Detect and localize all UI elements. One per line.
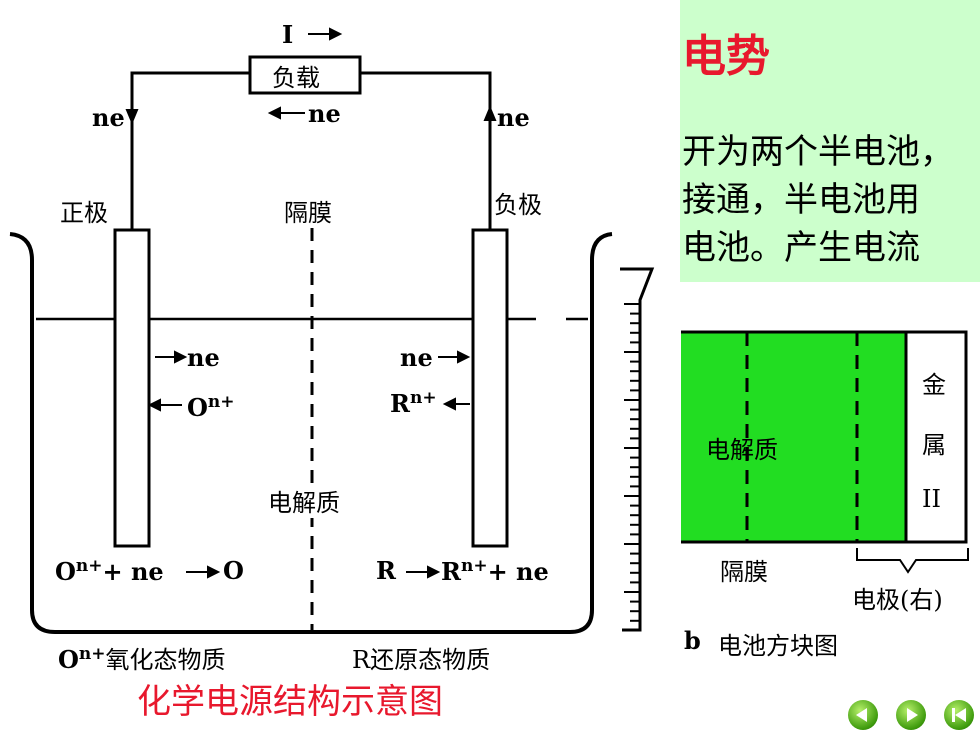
- diagram-caption: 化学电源结构示意图: [137, 682, 443, 722]
- block-membrane-label: 隔膜: [720, 558, 768, 586]
- load-box: [248, 55, 362, 95]
- ion-right: Rn+: [390, 388, 437, 418]
- panel-line-3: 电池。产生电流: [682, 228, 920, 268]
- block-electrode-label: 电极(右): [852, 586, 943, 614]
- reaction-left-product: O: [223, 556, 244, 585]
- oxidized-species-label: On+氧化态物质: [58, 644, 226, 674]
- panel-line-2: 接通，半电池用: [682, 180, 920, 220]
- block-metal-label-3: II: [922, 485, 941, 513]
- next-icon[interactable]: [896, 700, 926, 730]
- block-metal-label-2: 属: [922, 431, 946, 459]
- load-label: 负载: [272, 64, 320, 92]
- reaction-left: On++ ne: [55, 556, 164, 586]
- block-metal-label-1: 金: [922, 371, 946, 399]
- prev-icon[interactable]: [848, 700, 878, 730]
- block-caption: 电池方块图: [718, 632, 838, 660]
- block-electrolyte: [681, 332, 906, 542]
- reaction-right-reactant: R: [376, 556, 396, 585]
- first-icon[interactable]: [944, 700, 974, 730]
- electrolyte-label: 电解质: [268, 483, 340, 518]
- reaction-right: Rn++ ne: [441, 556, 549, 586]
- text-panel: 电势 开为两个半电池， 接通，半电池用 电池。产生电流: [680, 0, 980, 282]
- ne-inside-right: ne: [400, 343, 433, 372]
- membrane-label: 隔膜: [284, 199, 332, 227]
- ion-left: On+: [187, 392, 235, 422]
- negative-electrode-label: 负极: [494, 191, 542, 219]
- panel-title: 电势: [682, 31, 770, 82]
- negative-electrode: [471, 228, 509, 548]
- ne-right-wire: ne: [497, 103, 530, 132]
- current-label: I: [282, 20, 294, 49]
- reduced-species-label: R还原态物质: [352, 646, 491, 674]
- ruler: [620, 267, 655, 632]
- panel-line-1: 开为两个半电池，: [682, 132, 954, 172]
- positive-electrode: [113, 228, 151, 548]
- positive-electrode-label: 正极: [60, 199, 108, 227]
- ne-middle: ne: [308, 99, 341, 128]
- block-caption-letter: b: [684, 626, 701, 655]
- block-metal: [904, 330, 968, 544]
- ne-inside-left: ne: [187, 343, 220, 372]
- ne-left-wire: ne: [92, 103, 125, 132]
- block-electrolyte-label: 电解质: [706, 436, 778, 464]
